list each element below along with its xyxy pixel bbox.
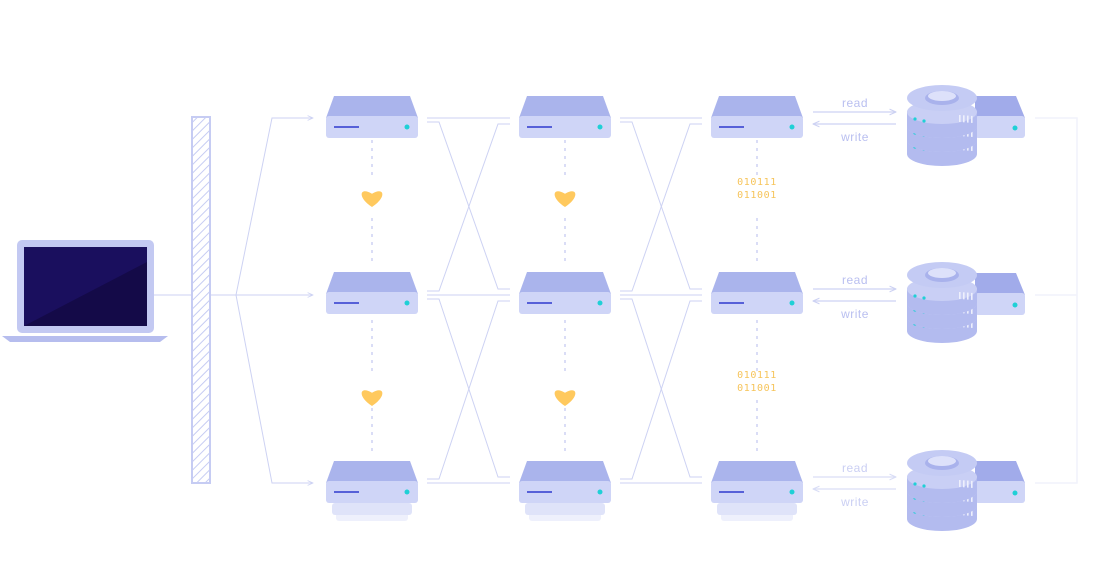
connection-line [620, 298, 702, 478]
binary-data-line: 010111 [737, 370, 777, 381]
return-line [1035, 117, 1078, 484]
connection-line [620, 300, 702, 480]
write-label: write [840, 307, 869, 321]
server-icon [519, 96, 611, 138]
binary-data-line: 010111 [737, 177, 777, 188]
connection-lines [154, 117, 1078, 484]
read-label: read [842, 461, 868, 475]
server-grid [326, 96, 803, 521]
server-icon [519, 272, 611, 314]
binary-data-line: 011001 [737, 190, 777, 201]
server-icon [326, 272, 418, 314]
connection-line [620, 121, 702, 290]
connection-line [427, 300, 510, 480]
laptop-icon [2, 240, 168, 342]
database-icon [907, 450, 1025, 531]
connection-line [427, 298, 510, 478]
status-markers: 010111 011001 010111 011001 [361, 177, 777, 406]
server-icon [711, 461, 803, 521]
read-label: read [842, 273, 868, 287]
server-icon [326, 96, 418, 138]
heart-icon [361, 191, 383, 207]
server-icon [326, 461, 418, 521]
database-icon [907, 85, 1025, 166]
server-icon [519, 461, 611, 521]
connection-line [427, 123, 510, 292]
connection-line [427, 121, 510, 290]
read-label: read [842, 96, 868, 110]
database-icon [907, 262, 1025, 343]
firewall-icon [191, 116, 211, 484]
server-icon [711, 96, 803, 138]
server-icon [711, 272, 803, 314]
heart-icon [361, 390, 383, 406]
read-write-labels: read write read write read write [813, 96, 896, 509]
write-label: write [840, 130, 869, 144]
connection-line [235, 118, 313, 296]
database-column [907, 85, 1025, 531]
heart-icon [554, 390, 576, 406]
binary-data-line: 011001 [737, 383, 777, 394]
write-label: write [840, 495, 869, 509]
heart-icon [554, 191, 576, 207]
connection-line [620, 123, 702, 292]
connection-line [235, 294, 313, 483]
